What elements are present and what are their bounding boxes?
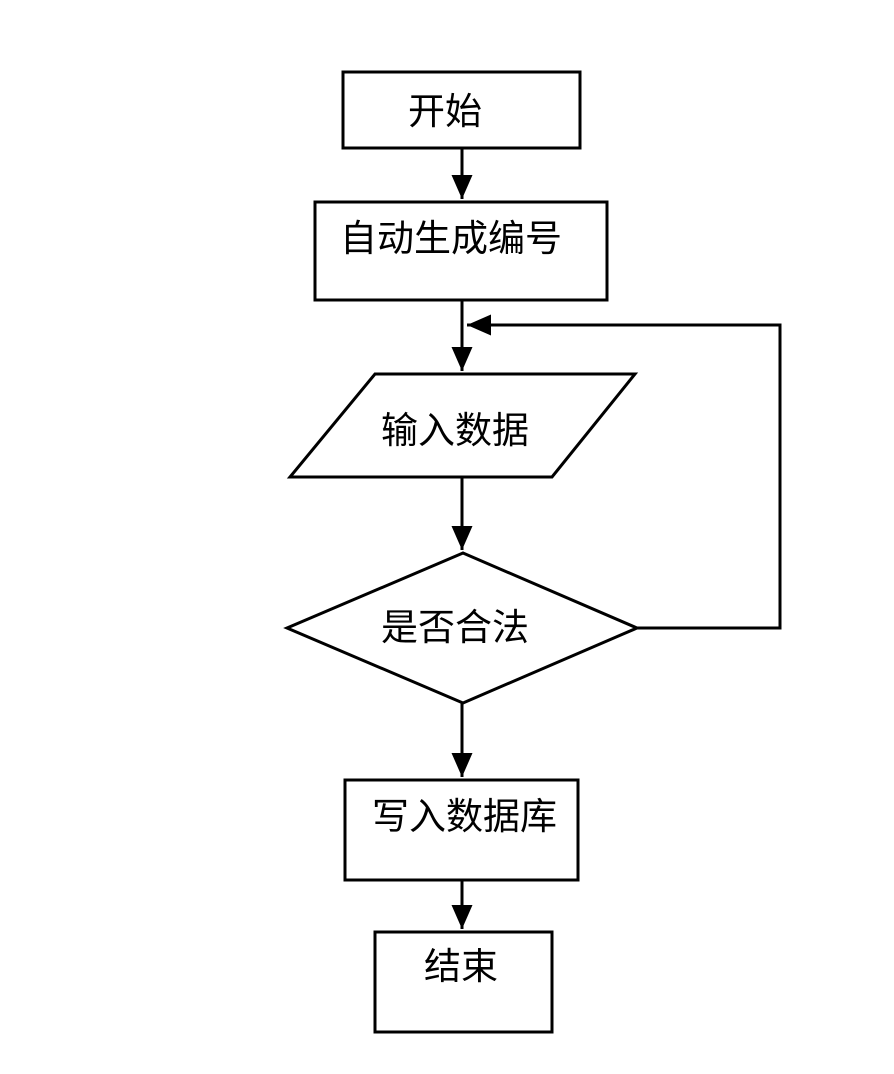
write-database-label: 写入数据库 — [372, 795, 557, 838]
node-start: 开始 — [341, 70, 582, 150]
start-rectangle — [341, 70, 582, 150]
edge-isvalid-loopback-to-inputdata — [467, 314, 782, 630]
end-label: 结束 — [424, 945, 498, 988]
node-write-database: 写入数据库 — [343, 778, 580, 882]
node-input-data: 输入数据 — [286, 372, 639, 479]
auto-generate-id-label: 自动生成编号 — [340, 217, 562, 260]
input-data-parallelogram — [286, 372, 639, 479]
is-valid-diamond — [283, 551, 641, 705]
write-database-rectangle — [343, 778, 580, 882]
auto-generate-id-rectangle — [313, 200, 609, 302]
node-auto-generate-id: 自动生成编号 — [313, 200, 609, 302]
input-data-label: 输入数据 — [381, 409, 529, 452]
is-valid-label: 是否合法 — [381, 606, 529, 649]
end-rectangle — [373, 930, 554, 1034]
node-is-valid: 是否合法 — [283, 551, 641, 705]
node-end: 结束 — [373, 930, 554, 1034]
start-label: 开始 — [408, 90, 482, 133]
